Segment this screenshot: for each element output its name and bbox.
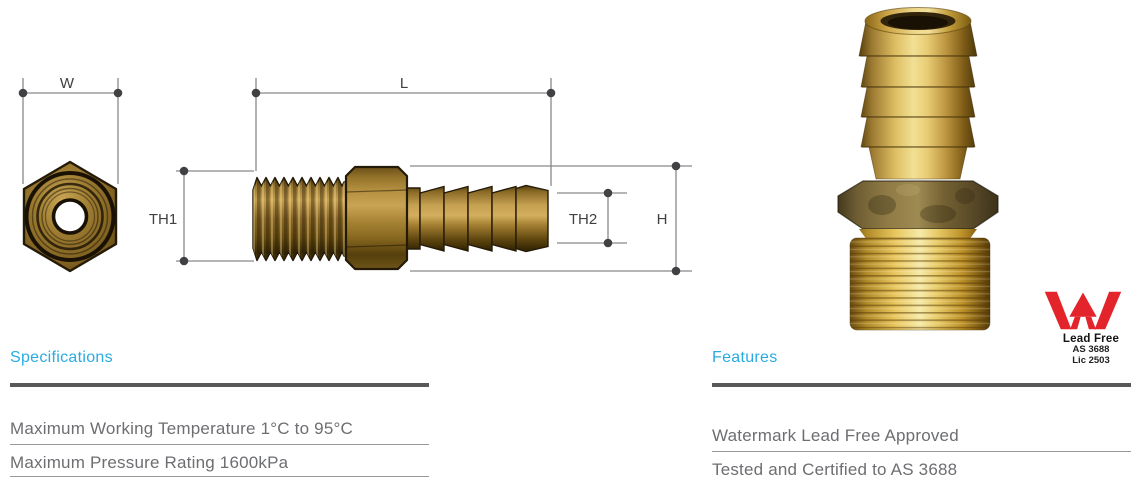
feature-row: Tested and Certified to AS 3688 — [712, 460, 958, 479]
product-photo — [837, 7, 999, 331]
certification-standard: AS 3688 — [1072, 344, 1110, 355]
features-rule — [712, 383, 1131, 387]
dim-label-th2: TH2 — [569, 211, 597, 228]
dim-label-w: W — [60, 75, 75, 92]
dim-w: W — [18, 75, 123, 184]
dim-label-th1: TH1 — [149, 211, 177, 228]
certification-title: Lead Free — [1062, 333, 1120, 345]
dim-th2: TH2 — [557, 188, 627, 248]
watermark-logo-icon — [1044, 291, 1122, 330]
feature-row: Watermark Lead Free Approved — [712, 425, 1131, 452]
spec-row: Maximum Working Temperature 1°C to 95°C — [10, 418, 429, 445]
specifications-title: Specifications — [10, 349, 113, 366]
features-section: Features Watermark Lead Free Approved Te… — [712, 348, 1131, 480]
certification-licence: Lic 2503 — [1072, 354, 1110, 366]
fitting-side-view — [252, 165, 549, 271]
hose-barb — [406, 184, 549, 253]
photo-barb-stack — [858, 20, 978, 180]
dim-h: H — [410, 161, 692, 276]
photo-barb-ridges — [860, 55, 976, 148]
specifications-section: Specifications Maximum Working Temperatu… — [10, 348, 429, 477]
technical-drawing: W L TH1 TH2 — [18, 75, 692, 276]
photo-shoulder — [859, 229, 977, 240]
dim-l: L — [251, 75, 556, 186]
photo-threads — [849, 237, 991, 331]
dim-th1: TH1 — [149, 166, 254, 266]
spec-row: Maximum Pressure Rating 1600kPa — [10, 452, 429, 477]
hex-end-view — [22, 160, 118, 273]
dim-label-h: H — [657, 211, 668, 228]
watermark-certification: Lead Free AS 3688 Lic 2503 — [1044, 291, 1138, 366]
photo-hex — [837, 180, 999, 230]
hex-side — [344, 165, 409, 271]
specifications-rule — [10, 383, 429, 387]
dim-label-l: L — [400, 75, 408, 92]
features-title: Features — [712, 349, 778, 366]
